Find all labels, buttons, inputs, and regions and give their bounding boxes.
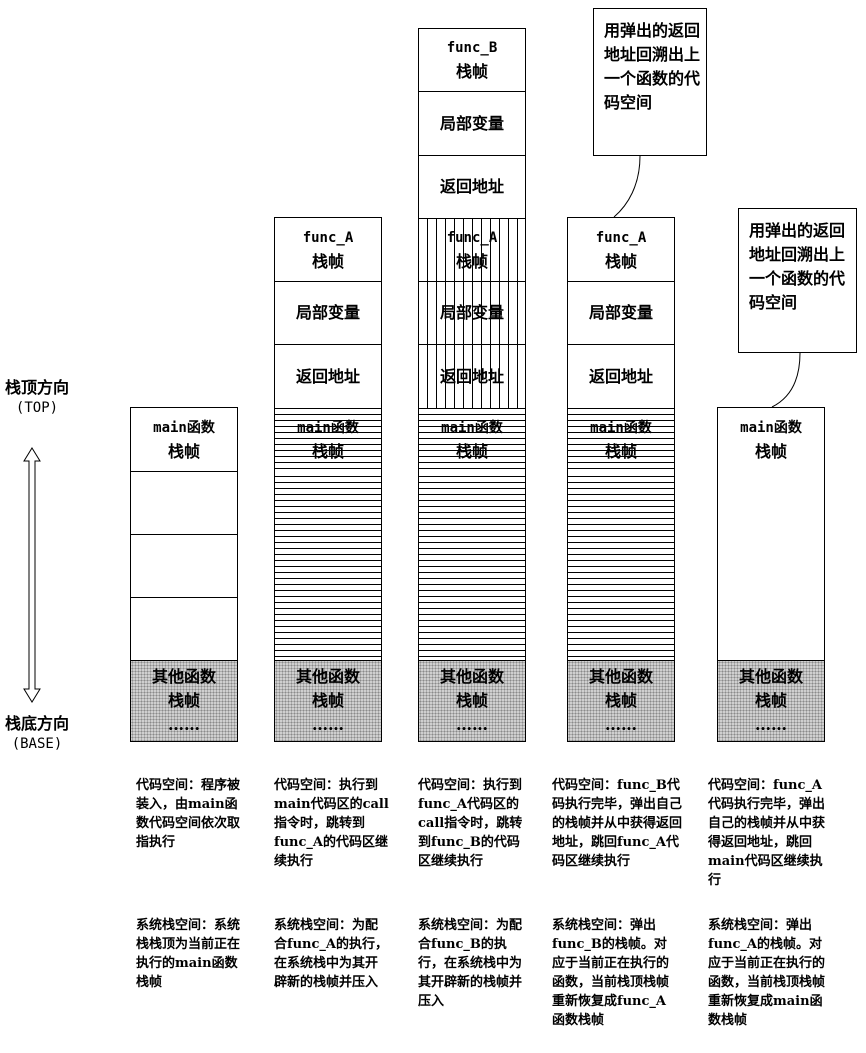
direction-double-arrow-icon xyxy=(23,447,41,703)
code-space-desc-3: 代码空间：执行到func_A代码区的call指令时，跳转到func_B的代码区继… xyxy=(418,778,523,869)
empty-slot xyxy=(131,597,237,660)
return-address: 返回地址 xyxy=(419,155,525,218)
other-functions-frame: 其他函数 栈帧 …… xyxy=(568,660,674,741)
other-functions-frame: 其他函数 栈帧 …… xyxy=(131,660,237,741)
stack-space-desc-4: 系统栈空间：弹出func_B的栈帧。对应于当前正在执行的函数，当前栈顶栈帧重新恢… xyxy=(552,918,670,1028)
return-address: 返回地址 xyxy=(568,344,674,408)
empty-slot xyxy=(131,471,237,534)
code-space-desc-4: 代码空间：func_B代码执行完毕，弹出自己的栈帧并从中获得返回地址，跳回fun… xyxy=(552,778,683,869)
stack-space-desc-5: 系统栈空间：弹出func_A的栈帧。对应于当前正在执行的函数，当前栈顶栈帧重新恢… xyxy=(708,918,826,1028)
return-address: 返回地址 xyxy=(275,344,381,408)
main-frame: main函数 栈帧 xyxy=(419,408,525,471)
stack-space-desc-2: 系统栈空间：为配合func_A的执行，在系统栈中为其开辟新的栈帧并压入 xyxy=(274,918,388,990)
other-functions-frame: 其他函数 栈帧 …… xyxy=(419,660,525,741)
main-frame-area xyxy=(568,471,674,660)
main-frame: main函数 栈帧 xyxy=(740,419,802,461)
code-space-desc-2: 代码空间：执行到main代码区的call指令时，跳转到func_A的代码区继续执… xyxy=(274,778,389,869)
stack-column-3: func_B 栈帧 局部变量 返回地址 func_A 栈帧 局部变量 返回地址 … xyxy=(418,28,526,742)
code-space-desc-5: 代码空间：func_A代码执行完毕，弹出自己的栈帧并从中获得返回地址，跳回mai… xyxy=(708,778,826,888)
empty-slot xyxy=(131,534,237,597)
local-variables: 局部变量 xyxy=(275,281,381,344)
func-a-frame: func_A 栈帧 xyxy=(302,229,354,271)
main-frame: main函数 栈帧 xyxy=(568,408,674,471)
func-a-frame: func_A 栈帧 xyxy=(595,229,647,271)
bottom-direction-label: 栈底方向 (BASE) xyxy=(4,714,69,752)
code-space-desc-1: 代码空间：程序被装入，由main函数代码空间依次取指执行 xyxy=(136,778,241,850)
return-address: 返回地址 xyxy=(419,344,525,408)
callout-return-address-2: 用弹出的返回地址回溯出上一个函数的代码空间 xyxy=(738,208,857,353)
local-variables: 局部变量 xyxy=(419,281,525,344)
main-frame: main函数 栈帧 xyxy=(153,419,215,461)
top-direction-label: 栈顶方向 (TOP) xyxy=(4,378,69,416)
func-a-frame: func_A 栈帧 xyxy=(419,218,525,281)
stack-column-5: main函数 栈帧 其他函数 栈帧 …… xyxy=(717,407,825,742)
callout-return-address-1: 用弹出的返回地址回溯出上一个函数的代码空间 xyxy=(593,8,707,156)
main-frame: main函数 栈帧 xyxy=(275,408,381,471)
stack-column-2: func_A 栈帧 局部变量 返回地址 main函数 栈帧 其他函数 栈帧 …… xyxy=(274,217,382,742)
main-frame-area xyxy=(275,471,381,660)
local-variables: 局部变量 xyxy=(419,91,525,155)
other-functions-frame: 其他函数 栈帧 …… xyxy=(275,660,381,741)
local-variables: 局部变量 xyxy=(568,281,674,344)
func-b-frame: func_B 栈帧 xyxy=(446,40,498,81)
stack-space-desc-1: 系统栈空间：系统栈栈顶为当前正在执行的main函数栈帧 xyxy=(136,918,241,990)
stack-space-desc-3: 系统栈空间：为配合func_B的执行，在系统栈中为其开辟新的栈帧并压入 xyxy=(418,918,523,1009)
main-frame-area xyxy=(419,471,525,660)
other-functions-frame: 其他函数 栈帧 …… xyxy=(718,660,824,741)
stack-column-4: func_A 栈帧 局部变量 返回地址 main函数 栈帧 其他函数 栈帧 …… xyxy=(567,217,675,742)
stack-column-1: main函数 栈帧 其他函数 栈帧 …… xyxy=(130,407,238,742)
